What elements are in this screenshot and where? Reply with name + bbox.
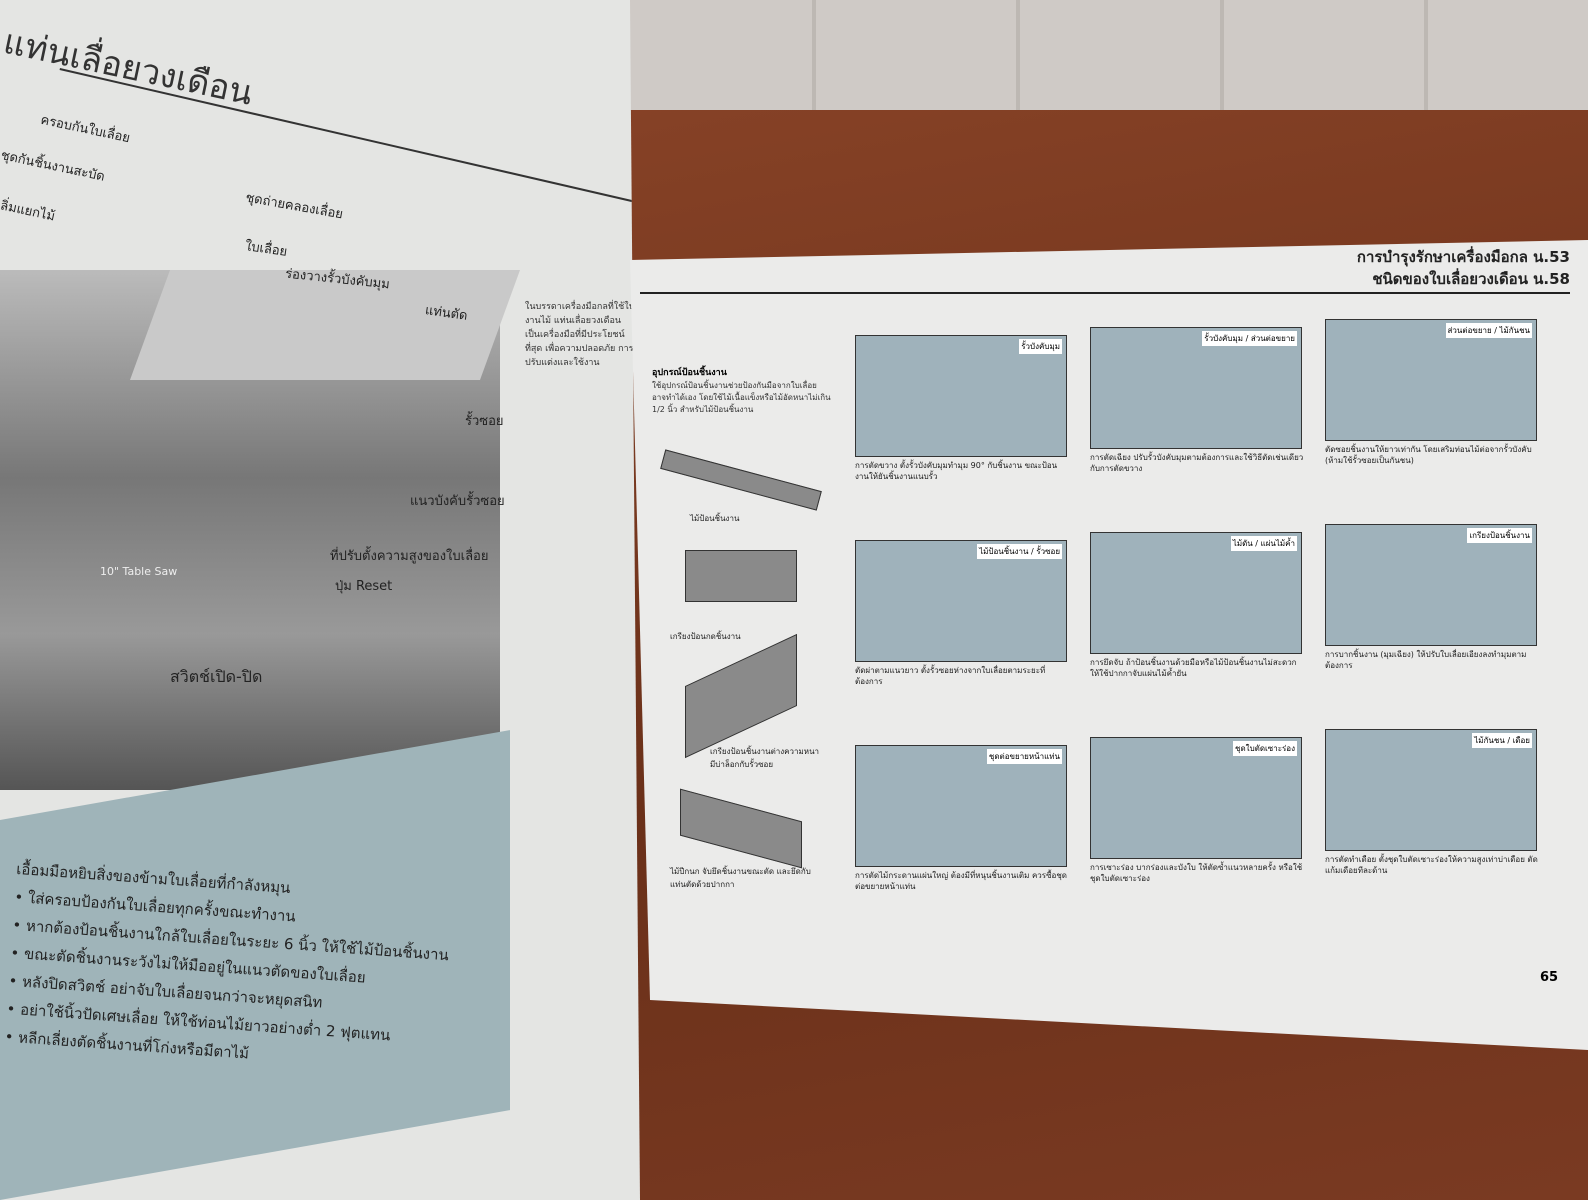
panel-caption: ตัดผ่าตามแนวยาว ตั้งรั้วซอยห่างจากใบเลื่… [855, 666, 1046, 686]
label: ใบเลื่อย [244, 239, 289, 260]
tool-label: เกรียงป้อนชิ้นงานต่างความหนา มีบ่าล็อกกั… [710, 747, 820, 769]
panel-tag: ไม้ดัน / แผ่นไม้ค้ำ [1230, 536, 1297, 551]
label: ปุ่ม Reset [335, 579, 393, 594]
label: รั้วซอย [465, 414, 504, 429]
sidebar-text: ใช้อุปกรณ์ป้อนชิ้นงานช่วยป้องกันมือจากใบ… [652, 381, 831, 414]
panel-caption: ตัดซอยชิ้นงานให้ยาวเท่ากัน โดยเสริมท่อนไ… [1325, 445, 1532, 465]
label: ชุดกันชิ้นงานสะบัด [0, 148, 107, 185]
title-rule [59, 68, 640, 205]
panel-caption: การตัดไม้กระดานแผ่นใหญ่ ต้องมีที่หนุนชิ้… [855, 871, 1067, 891]
panel-tag: ไม้ป้อนชิ้นงาน / รั้วซอย [977, 544, 1062, 559]
panel-caption: การยึดจับ ถ้าป้อนชิ้นงานด้วยมือหรือไม้ป้… [1090, 658, 1297, 678]
panel-tag: ชุดต่อขยายหน้าแท่น [986, 749, 1062, 764]
label: ที่ปรับตั้งความสูงของใบเลื่อย [330, 549, 489, 564]
illustration-panel: ไม้กันชน / เดือย [1325, 729, 1537, 851]
panel-caption: การตัดเฉียง ปรับรั้วบังคับมุมตามต้องการแ… [1090, 453, 1304, 473]
saw-model-plate: 10" Table Saw [100, 565, 178, 578]
push-stick-illustration [660, 449, 822, 511]
label: ชุดถ่ายคลองเลื่อย [244, 190, 345, 223]
illustration-panel: ส่วนต่อขยาย / ไม้กันชน [1325, 319, 1537, 441]
left-page: แท่นเลื่อยวงเดือน ครอบกันใบเลื่อย ชุดกัน… [0, 0, 640, 1200]
body-text: ในบรรดาเครื่องมือกลที่ใช้ในงานไม้ แท่นเล… [525, 302, 635, 368]
panel-tag: รั้วบังคับมุม / ส่วนต่อขยาย [1202, 331, 1297, 346]
panel-caption: การบากชิ้นงาน (มุมเฉียง) ให้ปรับใบเลื่อย… [1325, 650, 1527, 670]
illustration-panel: ไม้ป้อนชิ้นงาน / รั้วซอย [855, 540, 1067, 662]
panel-caption: การตัดทำเดือย ตั้งชุดใบตัดเซาะร่องให้ควา… [1325, 855, 1538, 875]
push-shoe-illustration [685, 633, 797, 759]
tool-label: ไม้ปีกนก จับยึดชิ้นงานขณะตัด และยึดกับแท… [670, 867, 811, 889]
label: ลิ่มแยกไม้ [0, 198, 57, 225]
tool-label: เกรียงป้อนกดชิ้นงาน [670, 632, 741, 641]
panel-caption: การเซาะร่อง บากร่องและบังใบ ให้ตัดซ้ำแนว… [1090, 863, 1303, 883]
sidebar-title: อุปกรณ์ป้อนชิ้นงาน [652, 368, 727, 378]
cross-references: การบำรุงรักษาเครื่องมือกล น.53 ชนิดของใบ… [1357, 246, 1570, 290]
header-rule [640, 292, 1570, 294]
panel-caption: การตัดขวาง ตั้งรั้วบังคับมุมทำมุม 90° กั… [855, 461, 1058, 481]
illustration-panel: ไม้ดัน / แผ่นไม้ค้ำ [1090, 532, 1302, 654]
illustration-panel: รั้วบังคับมุม [855, 335, 1067, 457]
page-title: แท่นเลื่อยวงเดือน [0, 21, 257, 114]
push-block-illustration [685, 550, 797, 602]
illustration-panel: รั้วบังคับมุม / ส่วนต่อขยาย [1090, 327, 1302, 449]
illustration-panel: ชุดต่อขยายหน้าแท่น [855, 745, 1067, 867]
panel-tag: รั้วบังคับมุม [1019, 339, 1062, 354]
panel-tag: ชุดใบตัดเซาะร่อง [1233, 741, 1297, 756]
illustration-panel: เกรียงป้อนชิ้นงาน [1325, 524, 1537, 646]
right-page: การบำรุงรักษาเครื่องมือกล น.53 ชนิดของใบ… [630, 240, 1588, 1050]
xref: การบำรุงรักษาเครื่องมือกล น.53 [1356, 248, 1570, 266]
label: ครอบกันใบเลื่อย [39, 112, 132, 147]
tool-label: ไม้ป้อนชิ้นงาน [690, 514, 740, 523]
panel-tag: ส่วนต่อขยาย / ไม้กันชน [1445, 323, 1532, 338]
safety-bullets: เอื้อมมือหยิบสิ่งของข้ามใบเลื่อยที่กำลัง… [4, 855, 454, 1081]
panel-tag: เกรียงป้อนชิ้นงาน [1467, 528, 1532, 543]
label: แนวบังคับรั้วซอย [410, 494, 505, 509]
page-number: 65 [1540, 970, 1559, 985]
label: สวิตช์เปิด-ปิด [170, 667, 263, 686]
featherboard-illustration [680, 788, 802, 869]
panel-tag: ไม้กันชน / เดือย [1472, 733, 1532, 748]
illustration-panel: ชุดใบตัดเซาะร่อง [1090, 737, 1302, 859]
xref: ชนิดของใบเลื่อยวงเดือน น.58 [1372, 270, 1570, 288]
